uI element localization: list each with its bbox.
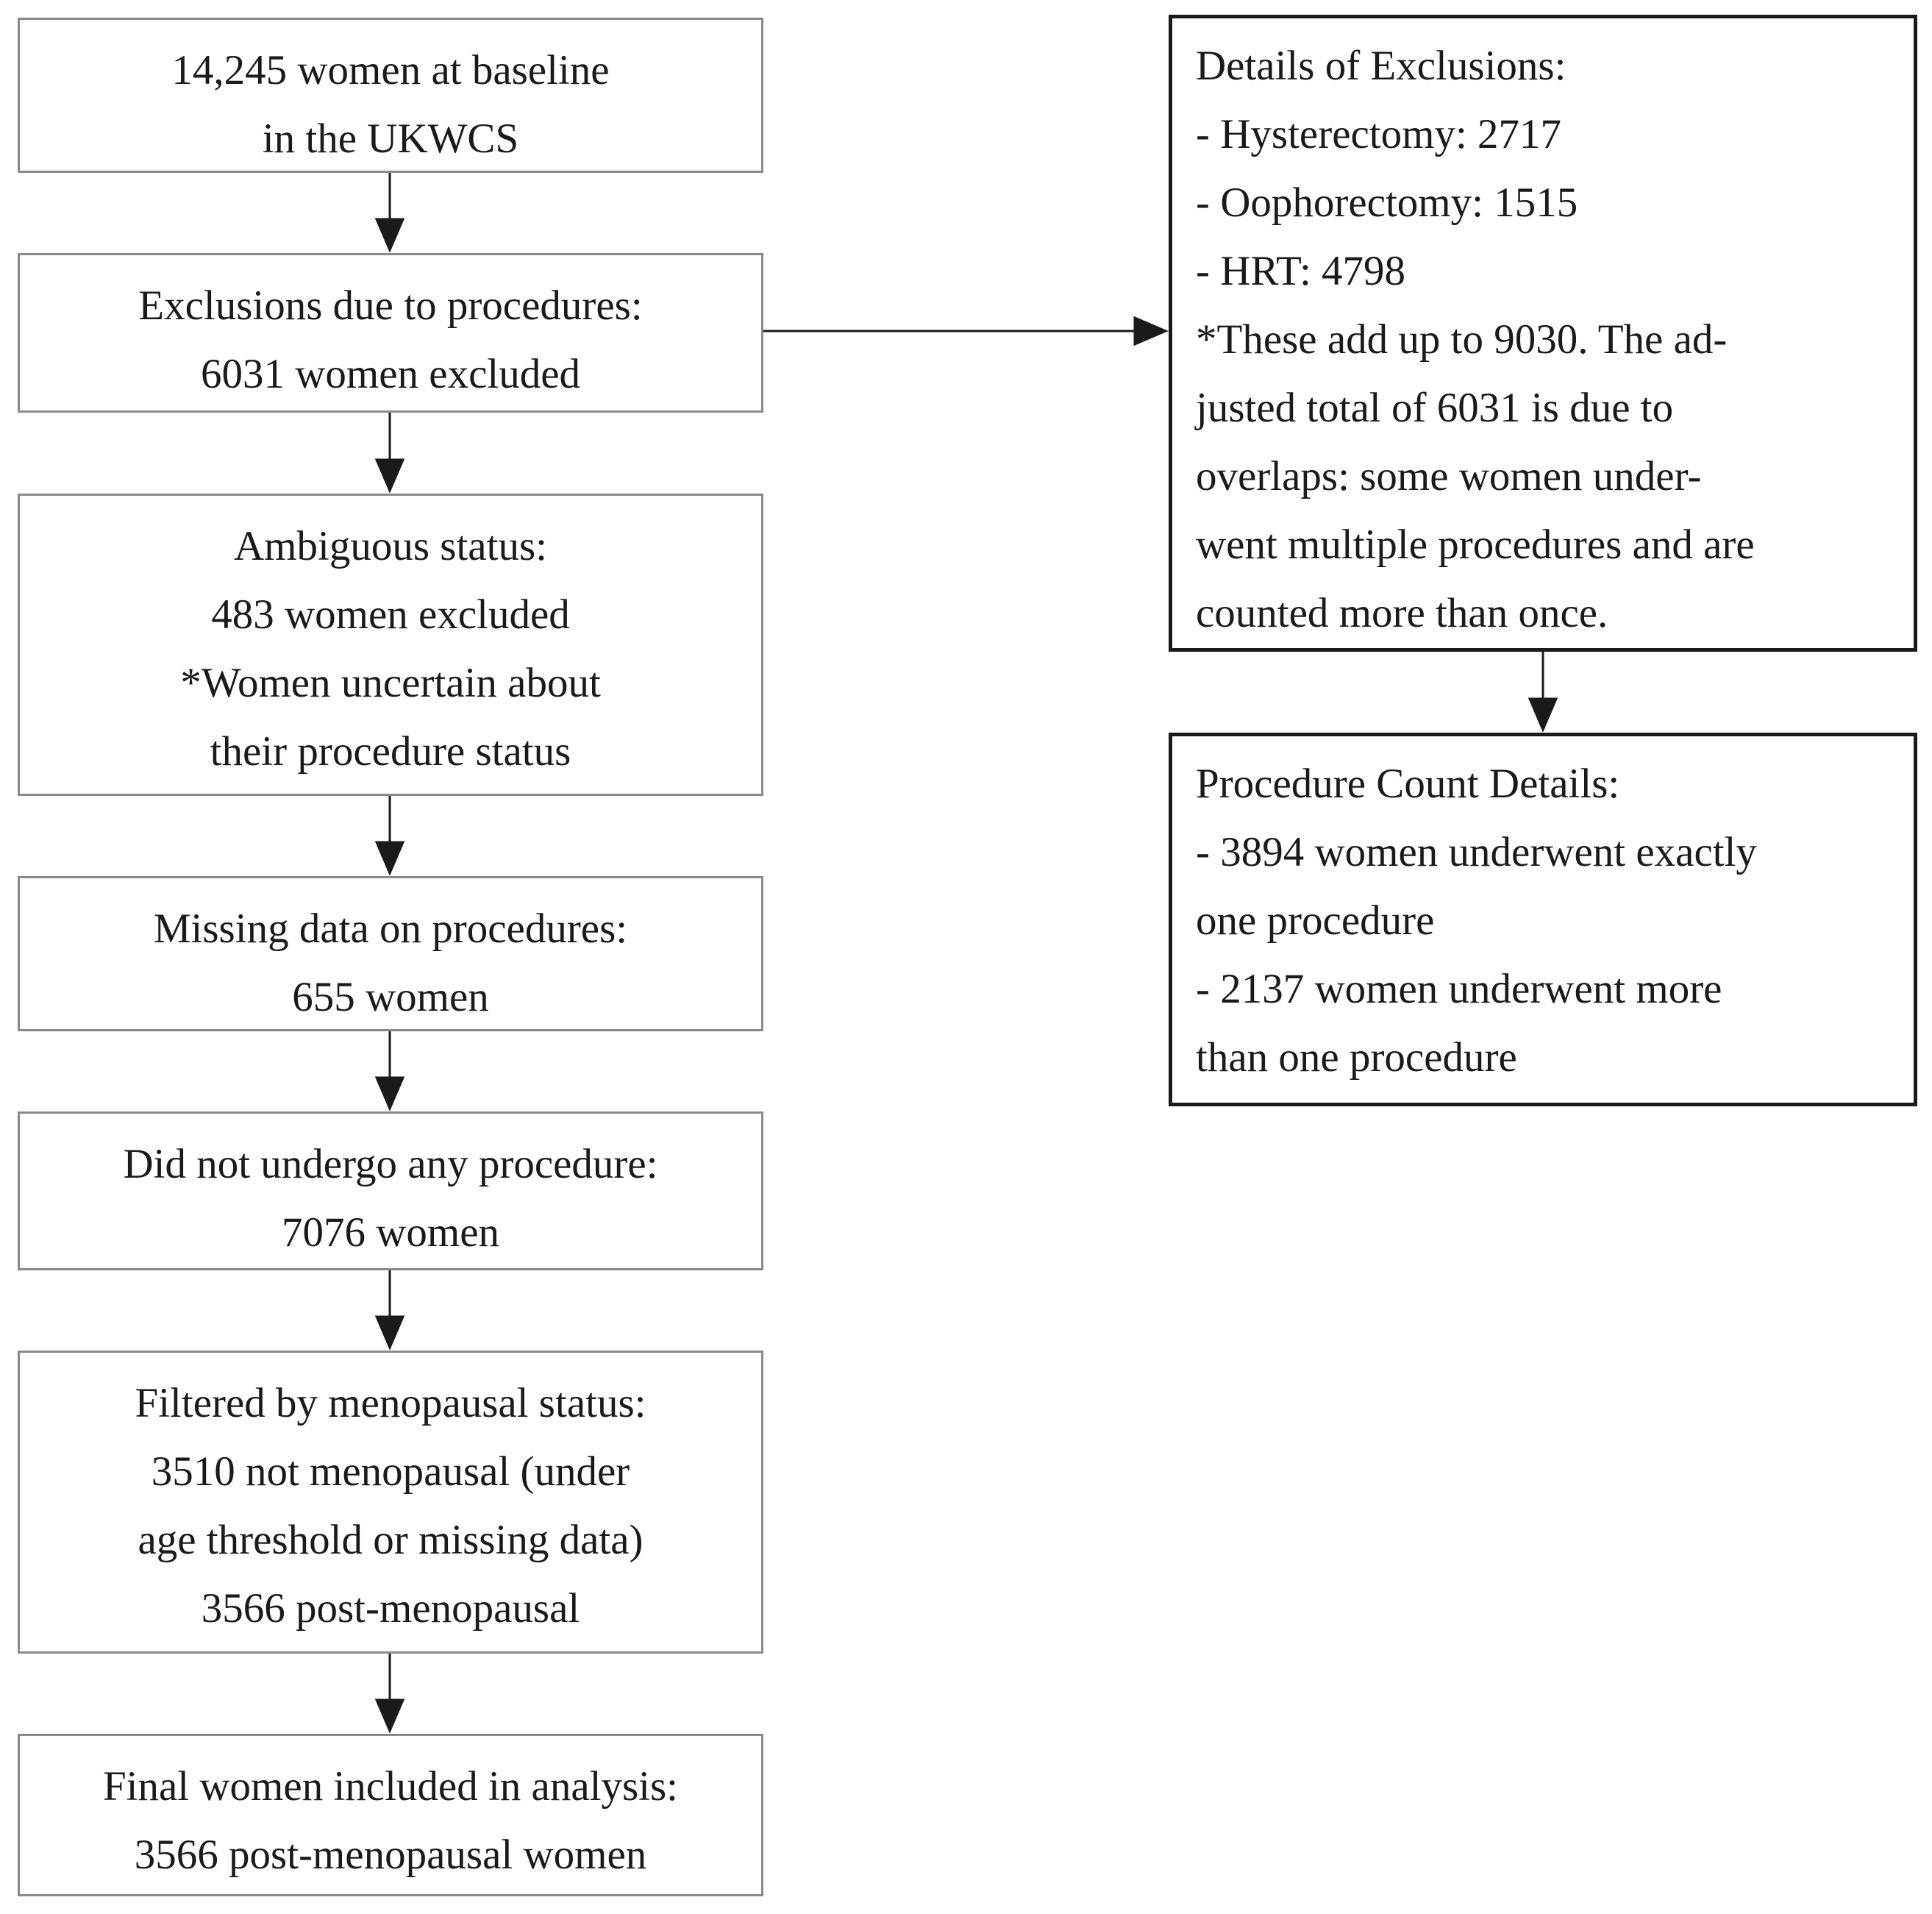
box-line: 483 women excluded: [211, 591, 570, 638]
arrowhead-5: [374, 1315, 405, 1351]
box-final-included: Final women included in analysis: 3566 p…: [18, 1734, 763, 1896]
box-baseline: 14,245 women at baseline in the UKWCS: [18, 18, 763, 173]
box-line: Details of Exclusions:: [1196, 43, 1566, 89]
box-line: Ambiguous status:: [234, 523, 547, 569]
box-line: - Oophorectomy: 1515: [1196, 179, 1578, 226]
box-missing-data: Missing data on procedures: 655 women: [18, 876, 763, 1031]
box-line: their procedure status: [210, 728, 571, 775]
box-procedure-exclusions: Exclusions due to procedures: 6031 women…: [18, 253, 763, 413]
box-line: - 3894 women underwent exactly: [1196, 829, 1757, 875]
box-line: Did not undergo any procedure:: [123, 1141, 658, 1187]
box-line: 3566 post-menopausal women: [134, 1832, 647, 1878]
box-line: age threshold or missing data): [138, 1517, 644, 1563]
box-line: counted more than once.: [1196, 590, 1608, 636]
box-line: went multiple procedures and are: [1196, 522, 1755, 568]
box-procedure-count-details: Procedure Count Details: - 3894 women un…: [1169, 733, 1917, 1106]
arrowhead-4: [374, 1076, 405, 1111]
box-line: 655 women: [292, 974, 489, 1020]
box-exclusion-details: Details of Exclusions: - Hysterectomy: 2…: [1169, 15, 1917, 652]
box-line: - HRT: 4798: [1196, 248, 1406, 294]
box-line: Filtered by menopausal status:: [135, 1380, 646, 1426]
box-line: 3566 post-menopausal: [201, 1585, 580, 1632]
arrowhead-8: [1528, 697, 1558, 733]
box-line: *Women uncertain about: [180, 660, 601, 706]
arrowhead-7: [1133, 316, 1169, 346]
box-line: than one procedure: [1196, 1034, 1517, 1081]
box-line: 14,245 women at baseline: [171, 47, 610, 93]
box-line: one procedure: [1196, 897, 1435, 944]
box-line: in the UKWCS: [262, 115, 519, 162]
box-line: *These add up to 9030. The ad-: [1196, 316, 1728, 363]
arrowhead-2: [374, 458, 405, 494]
arrowhead-3: [374, 841, 405, 876]
box-menopausal-filter: Filtered by menopausal status: 3510 not …: [18, 1351, 763, 1654]
box-line: - Hysterectomy: 2717: [1196, 111, 1562, 157]
box-line: Procedure Count Details:: [1196, 761, 1620, 807]
box-line: - 2137 women underwent more: [1196, 966, 1722, 1012]
box-line: 6031 women excluded: [200, 351, 581, 397]
box-ambiguous-status: Ambiguous status: 483 women excluded *Wo…: [18, 494, 763, 796]
box-line: justed total of 6031 is due to: [1196, 385, 1674, 431]
box-line: Missing data on procedures:: [153, 906, 628, 952]
box-line: 7076 women: [281, 1209, 500, 1256]
box-line: Final women included in analysis:: [102, 1763, 679, 1810]
box-no-procedure: Did not undergo any procedure: 7076 wome…: [18, 1111, 763, 1270]
arrowhead-6: [374, 1698, 405, 1734]
box-line: 3510 not menopausal (under: [151, 1448, 630, 1495]
box-line: Exclusions due to procedures:: [138, 282, 643, 329]
box-line: overlaps: some women under-: [1196, 453, 1702, 499]
arrowhead-1: [374, 218, 405, 253]
